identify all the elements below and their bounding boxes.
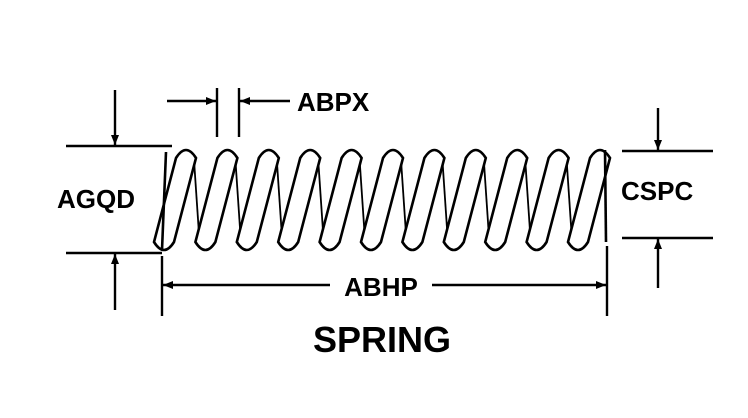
abpx-label: ABPX [297,87,370,117]
coil-loop [235,148,281,252]
spring-right-end [603,149,608,243]
coil-loop [401,148,446,252]
diagram-title: SPRING [313,319,451,360]
coil-loop [359,148,405,252]
coil-loop [566,148,612,252]
coil-loop [442,148,488,252]
coil-loop [483,148,529,252]
spring-left-end [160,151,168,251]
coil-loop [525,148,570,252]
coil-loop [276,148,322,252]
spring-front-coils [152,148,612,252]
cspc-label: CSPC [621,176,693,206]
agqd-label: AGQD [57,184,135,214]
abhp-dimension [160,246,609,316]
abpx-dimension [167,88,290,137]
coil-loop [194,148,239,252]
agqd-dimension [66,90,172,310]
spring-ends [160,149,608,251]
abhp-label: ABHP [344,272,418,302]
coil-loop [318,148,363,252]
cspc-dimension [622,108,713,288]
coil-loop [152,148,198,252]
